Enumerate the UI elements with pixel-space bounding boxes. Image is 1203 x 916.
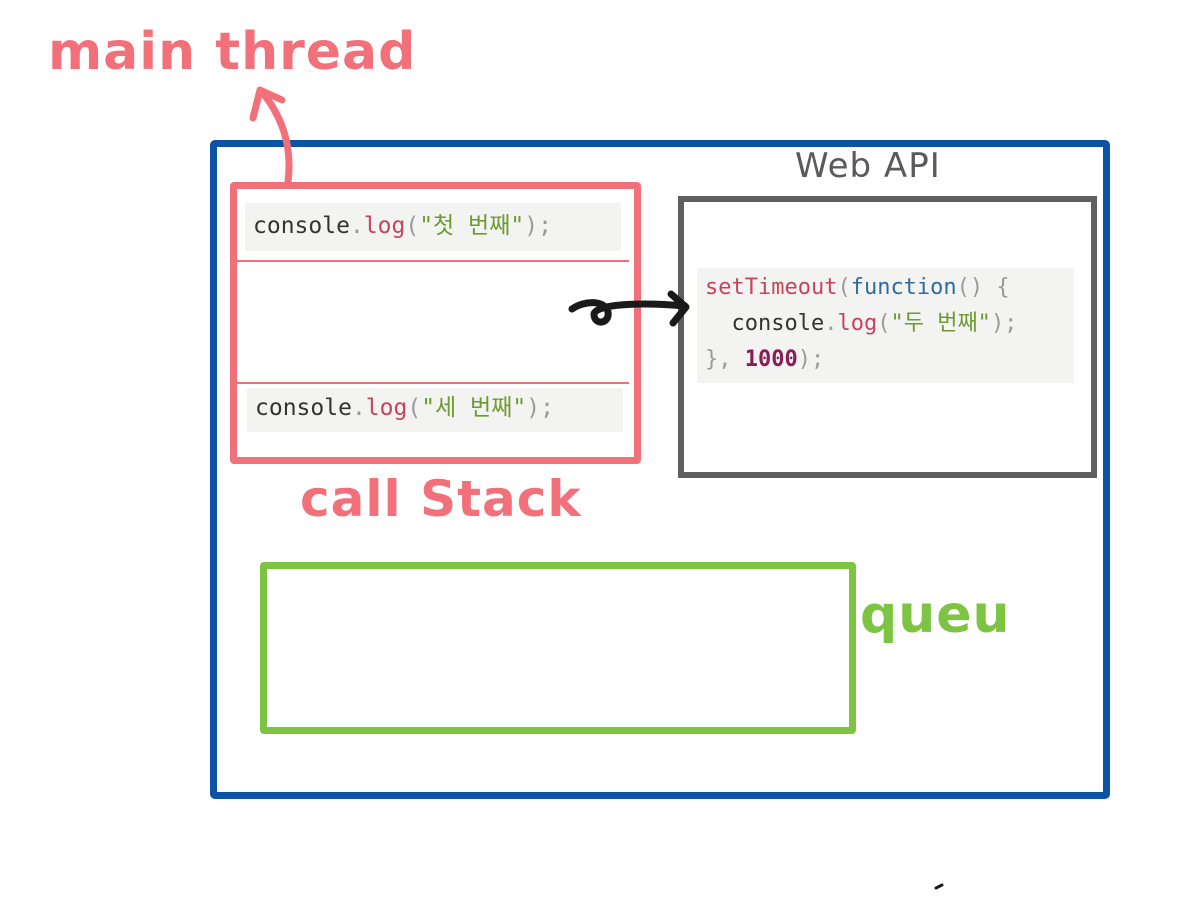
code-string: "첫 번째" xyxy=(419,213,525,239)
web-api-arrow-icon xyxy=(568,299,689,326)
main-thread-arrow-icon xyxy=(258,88,293,186)
code-method: log xyxy=(837,311,878,336)
code-dot: . xyxy=(351,395,366,421)
runtime-frame xyxy=(210,140,1110,799)
code-object: console xyxy=(253,213,350,239)
web-api-box xyxy=(678,196,1097,478)
code-paren: }, xyxy=(705,347,745,372)
code-paren: ); xyxy=(524,213,552,239)
code-paren: ); xyxy=(990,311,1018,336)
call-stack-box xyxy=(230,182,641,464)
main-thread-label: main thread xyxy=(48,22,417,82)
web-api-code: setTimeout(function() { console.log("두 번… xyxy=(697,268,1074,383)
code-paren: ( xyxy=(837,275,851,300)
code-method: log xyxy=(363,213,406,239)
call-stack-item: console.log("세 번째"); xyxy=(247,388,623,432)
code-number: 1000 xyxy=(744,347,798,372)
web-api-label: Web API xyxy=(795,146,941,186)
code-paren: ( xyxy=(407,395,422,421)
code-line: setTimeout(function() { xyxy=(705,270,1074,306)
code-line: console.log("두 번째"); xyxy=(705,306,1074,342)
queue-box xyxy=(260,562,856,734)
code-method: log xyxy=(365,395,408,421)
code-paren: ( xyxy=(405,213,420,239)
call-stack-divider xyxy=(237,382,629,384)
queue-label: queu xyxy=(860,585,1011,645)
code-paren: ( xyxy=(877,311,891,336)
stray-mark xyxy=(934,883,944,890)
code-string: "두 번째" xyxy=(890,311,991,336)
code-string: "세 번째" xyxy=(421,395,527,421)
web-api-arrowhead-icon xyxy=(667,290,690,327)
call-stack-divider xyxy=(237,260,629,262)
main-thread-arrowhead-icon xyxy=(249,86,286,122)
code-dot: . xyxy=(349,213,364,239)
code-object: console xyxy=(255,395,352,421)
call-stack-item: console.log("첫 번째"); xyxy=(245,203,621,251)
call-stack-label: call Stack xyxy=(300,470,582,528)
code-paren: ); xyxy=(526,395,554,421)
code-object: console xyxy=(731,311,825,336)
code-paren: ); xyxy=(797,347,825,372)
code-paren: () { xyxy=(956,275,1010,300)
code-keyword: function xyxy=(850,275,957,300)
code-line: }, 1000); xyxy=(705,342,1074,378)
code-dot: . xyxy=(824,311,838,336)
code-function: setTimeout xyxy=(705,275,838,300)
